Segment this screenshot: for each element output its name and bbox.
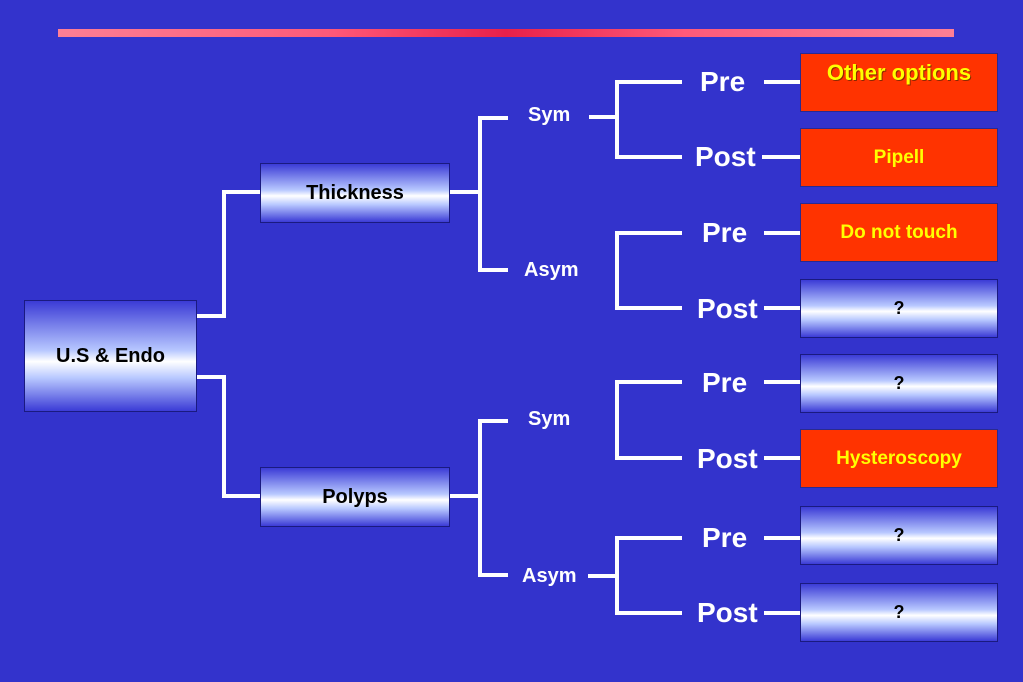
polyps-sym-label: Sym	[528, 408, 571, 430]
branch-polyps-box: Polyps	[260, 467, 450, 527]
result-box-unknown: ?	[800, 506, 998, 565]
result-box-other-options: Other options	[800, 53, 998, 112]
polyps-asym-label: Asym	[522, 565, 577, 587]
result-box-hysteroscopy: Hysteroscopy	[800, 429, 998, 488]
root-box: U.S & Endo	[24, 300, 197, 412]
thickness-asym-post-label: Post	[697, 293, 758, 324]
thickness-sym-post-label: Post	[695, 141, 756, 172]
polyps-sym-post-label: Post	[697, 443, 758, 474]
branch-polyps-label: Polyps	[322, 485, 388, 508]
branch-thickness-label: Thickness	[306, 181, 404, 204]
result-box-do-not-touch: Do not touch	[800, 203, 998, 262]
polyps-asym-post-label: Post	[697, 597, 758, 628]
result-label: ?	[893, 602, 905, 622]
result-label: Other options	[826, 60, 972, 85]
result-label: ?	[893, 298, 905, 318]
result-label: ?	[893, 373, 905, 393]
result-label: Pipell	[873, 146, 925, 168]
result-box-unknown: ?	[800, 279, 998, 338]
polyps-asym-pre-label: Pre	[702, 522, 748, 553]
result-label: Do not touch	[840, 221, 958, 243]
result-label: Hysteroscopy	[836, 447, 962, 469]
title-rule	[58, 29, 954, 37]
branch-thickness-box: Thickness	[260, 163, 450, 223]
result-box-unknown: ?	[800, 583, 998, 642]
thickness-asym-label: Asym	[524, 259, 579, 281]
connector-root-polyps	[195, 375, 262, 498]
polyps-sym-pre-label: Pre	[702, 367, 748, 398]
thickness-asym-pre-label: Pre	[702, 217, 748, 248]
connector-root-thickness	[195, 190, 262, 318]
result-box-unknown: ?	[800, 354, 998, 413]
result-box-pipell: Pipell	[800, 128, 998, 187]
result-label: ?	[893, 525, 905, 545]
root-label: U.S & Endo	[56, 344, 165, 367]
thickness-sym-label: Sym	[528, 104, 571, 126]
thickness-sym-pre-label: Pre	[700, 66, 746, 97]
